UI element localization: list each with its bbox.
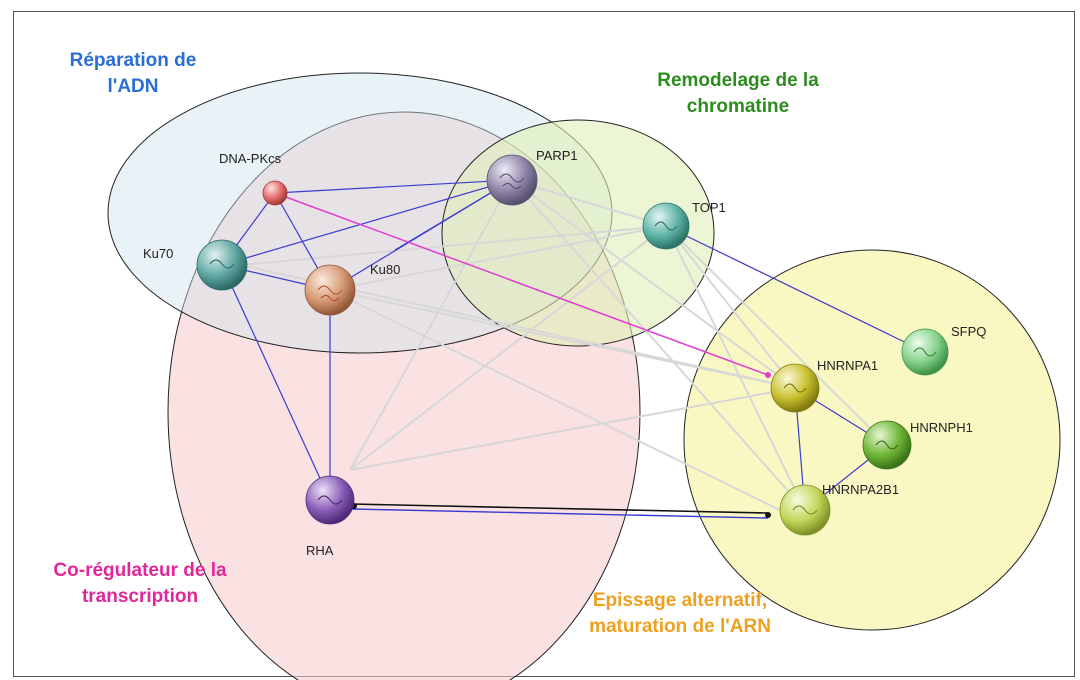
node-label: HNRNPH1: [910, 420, 973, 435]
node-ku80[interactable]: Ku80: [304, 262, 400, 316]
node-label: TOP1: [692, 200, 726, 215]
group-label-line2: transcription: [82, 586, 198, 607]
rha-hnrnpa2b1-edge-b: [351, 508, 769, 519]
group-label-line1: Epissage alternatif,: [593, 590, 767, 611]
group-label-line2: maturation de l'ARN: [589, 616, 771, 637]
node-top1[interactable]: TOP1: [642, 200, 726, 250]
edge-end-dot: [765, 372, 771, 378]
node-rha[interactable]: RHA: [305, 475, 355, 558]
node-label: PARP1: [536, 148, 578, 163]
splicing-label: Epissage alternatif, maturation de l'ARN: [589, 590, 771, 637]
group-label-line2: l'ADN: [108, 76, 159, 97]
node-label: HNRNPA2B1: [822, 482, 899, 497]
node-parp1[interactable]: PARP1: [486, 148, 578, 206]
node-hnrnph1[interactable]: HNRNPH1: [862, 420, 973, 470]
group-label-line1: Remodelage de la: [657, 70, 819, 91]
group-label-line1: Réparation de: [70, 50, 197, 71]
node-hnrnpa2b1[interactable]: HNRNPA2B1: [779, 482, 899, 536]
weak-edges: [239, 179, 888, 511]
node-label: RHA: [306, 543, 334, 558]
rha-hnrnpa2b1-edge-a: [351, 503, 769, 514]
node-dnapkcs[interactable]: DNA-PKcs: [219, 151, 288, 206]
node-label: Ku70: [143, 246, 173, 261]
dna-repair-label: Réparation de l'ADN: [70, 50, 197, 97]
edge-end-dot: [765, 512, 771, 518]
node-label: SFPQ: [951, 324, 986, 339]
node-sfpq[interactable]: SFPQ: [901, 324, 986, 376]
node-ku70[interactable]: Ku70: [143, 239, 248, 291]
chromatin-label: Remodelage de la chromatine: [657, 70, 819, 117]
group-label-line1: Co-régulateur de la: [53, 560, 227, 581]
node-label: HNRNPA1: [817, 358, 878, 373]
dnapkcs-hnrnpa1-edge: [274, 192, 769, 376]
group-label-line2: chromatine: [687, 96, 789, 117]
node-label: Ku80: [370, 262, 400, 277]
node-hnrnpa1[interactable]: HNRNPA1: [770, 358, 878, 413]
node-label: DNA-PKcs: [219, 151, 282, 166]
transcription-label: Co-régulateur de la transcription: [53, 560, 227, 607]
